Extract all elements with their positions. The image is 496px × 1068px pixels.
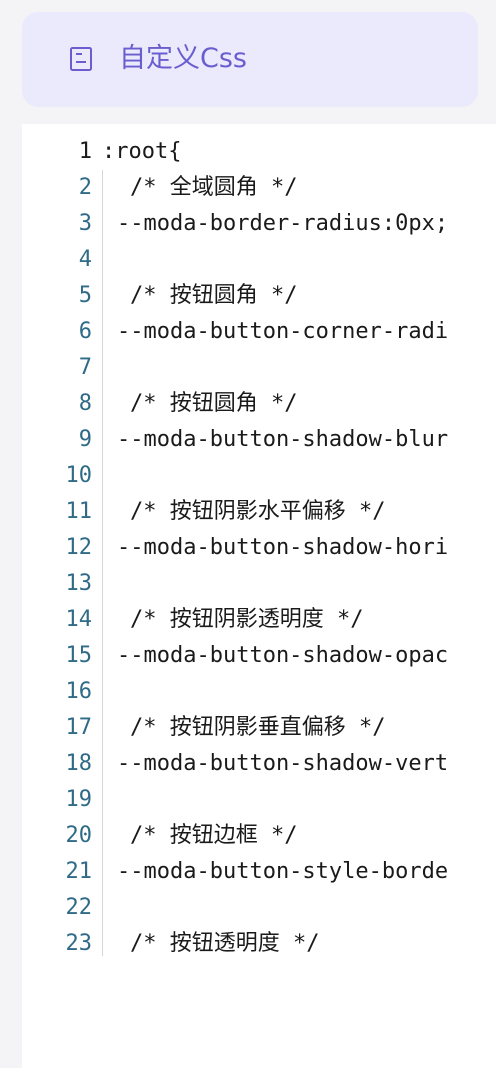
code-line[interactable]: 6 --moda-button-corner-radi [22,314,496,350]
line-code: :root{ [102,139,182,164]
line-number: 18 [65,751,93,776]
line-number: 15 [65,643,93,668]
line-number: 19 [65,787,93,812]
custom-css-header[interactable]: 自定义Css [22,12,478,107]
line-code: /* 按钮边框 */ [130,823,298,848]
line-code: /* 按钮圆角 */ [130,391,298,416]
line-code: /* 按钮圆角 */ [130,283,298,308]
line-number: 20 [65,823,93,848]
css-code-editor[interactable]: 1 :root{ 2 /* 全域圆角 */ 3 --moda-border-radius:… [22,124,496,1068]
code-line[interactable]: 18 --moda-button-shadow-vert [22,746,496,782]
line-number: 21 [65,859,93,884]
line-code: /* 按钮透明度 */ [130,931,320,956]
code-line[interactable]: 16 [22,674,496,710]
line-code: --moda-button-style-borde [117,859,449,884]
line-number: 1 [78,139,92,164]
line-number: 12 [65,535,93,560]
document-icon [70,47,92,71]
code-line[interactable]: 22 [22,890,496,926]
line-number: 8 [78,391,92,416]
line-number: 11 [65,499,93,524]
line-code: --moda-button-shadow-blur [117,427,449,452]
line-number: 6 [78,319,92,344]
code-line[interactable]: 1 :root{ [22,134,496,170]
code-line[interactable]: 9 --moda-button-shadow-blur [22,422,496,458]
line-number: 22 [65,895,93,920]
line-code: --moda-button-shadow-hori [117,535,449,560]
code-line[interactable]: 13 [22,566,496,602]
gutter-divider [102,170,103,956]
line-number: 14 [65,607,93,632]
code-line[interactable]: 7 [22,350,496,386]
line-number: 7 [78,355,92,380]
line-code: --moda-button-corner-radi [117,319,449,344]
line-number: 4 [78,247,92,272]
code-line[interactable]: 23 /* 按钮透明度 */ [22,926,496,962]
line-number: 16 [65,679,93,704]
header-title: 自定义Css [119,43,247,74]
line-code: --moda-button-shadow-opac [117,643,449,668]
line-number: 9 [78,427,92,452]
code-line[interactable]: 11 /* 按钮阴影水平偏移 */ [22,494,496,530]
line-code: /* 全域圆角 */ [130,175,298,200]
line-number: 10 [65,463,93,488]
code-line[interactable]: 2 /* 全域圆角 */ [22,170,496,206]
line-number: 2 [78,175,92,200]
code-line[interactable]: 10 [22,458,496,494]
line-code: --moda-border-radius:0px; [117,211,449,236]
line-code: --moda-button-shadow-vert [117,751,449,776]
code-line[interactable]: 14 /* 按钮阴影透明度 */ [22,602,496,638]
line-code: /* 按钮阴影水平偏移 */ [130,499,386,524]
line-number: 13 [65,571,93,596]
code-line[interactable]: 3 --moda-border-radius:0px; [22,206,496,242]
code-line[interactable]: 15 --moda-button-shadow-opac [22,638,496,674]
line-number: 23 [65,931,93,956]
code-line[interactable]: 4 [22,242,496,278]
code-line[interactable]: 12 --moda-button-shadow-hori [22,530,496,566]
line-code: /* 按钮阴影垂直偏移 */ [130,715,386,740]
line-number: 17 [65,715,93,740]
code-line[interactable]: 5 /* 按钮圆角 */ [22,278,496,314]
line-number: 5 [78,283,92,308]
code-line[interactable]: 8 /* 按钮圆角 */ [22,386,496,422]
code-line[interactable]: 17 /* 按钮阴影垂直偏移 */ [22,710,496,746]
code-line[interactable]: 19 [22,782,496,818]
code-line[interactable]: 21 --moda-button-style-borde [22,854,496,890]
line-number: 3 [78,211,92,236]
line-code: /* 按钮阴影透明度 */ [130,607,364,632]
code-line[interactable]: 20 /* 按钮边框 */ [22,818,496,854]
